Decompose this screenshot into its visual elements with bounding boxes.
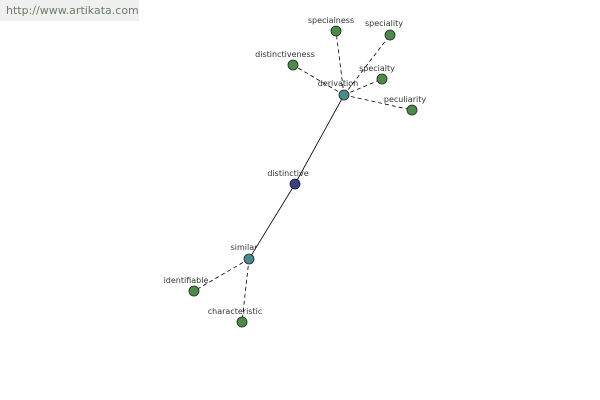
labels-layer: distinctive derivation similar specialness s… [164,16,427,316]
node-label-speciality: speciality [365,19,403,28]
edge-derivation-peculiarity [343,94,413,111]
node-specialness[interactable] [330,25,342,37]
node-label-specialness: specialness [308,16,354,25]
node-label-distinctiveness: distinctiveness [255,50,315,59]
edge-derivation-speciality [343,34,391,96]
edge-derivation-distinctiveness [292,64,345,96]
node-peculiarity[interactable] [406,104,418,116]
nodes-layer [188,25,418,328]
node-label-specialty: specialty [359,64,395,73]
edge-similar-characteristic [241,258,250,323]
node-similar[interactable] [243,253,255,265]
node-label-similar: similar [231,243,259,252]
edge-derivation-specialness [335,30,345,96]
node-distinctive[interactable] [289,178,301,190]
node-speciality[interactable] [384,29,396,41]
edges-layer [193,30,413,323]
node-distinctiveness[interactable] [287,59,299,71]
edge-distinctive-derivation [294,94,345,185]
node-identifiable[interactable] [188,285,200,297]
source-banner: http://www.artikata.com [0,0,139,21]
node-label-identifiable: identifiable [164,276,209,285]
node-specialty[interactable] [376,73,388,85]
node-characteristic[interactable] [236,316,248,328]
edge-distinctive-similar [248,183,296,260]
source-url-link[interactable]: http://www.artikata.com [6,4,139,17]
node-label-peculiarity: peculiarity [384,95,426,104]
node-label-distinctive: distinctive [267,169,308,178]
node-label-characteristic: characteristic [208,307,262,316]
node-label-derivation: derivation [318,79,358,88]
edge-similar-identifiable [193,258,250,292]
node-derivation[interactable] [338,89,350,101]
